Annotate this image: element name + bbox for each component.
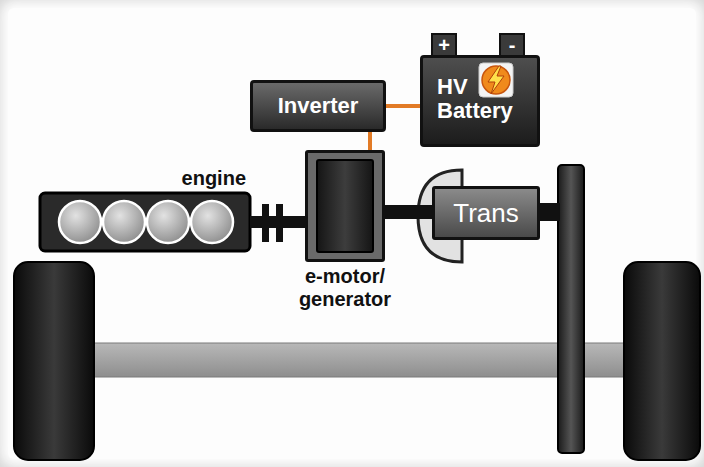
engine-node: engine [40,193,250,251]
axle [90,343,630,377]
engine-block [40,193,250,251]
part-label: engine [182,167,246,190]
engine-cylinder [103,201,145,243]
hv-cable [386,104,420,108]
wheel [624,262,700,460]
motor-generator-box: e-motor/ generator [305,150,385,262]
box-label: Inverter [278,93,359,119]
terminal-sign: - [500,34,524,56]
hv-cable [368,132,372,150]
battery-terminal [432,34,456,56]
engine-cylinder [59,201,101,243]
motor-core [316,159,374,253]
box-label: Trans [453,198,519,229]
transmission-box: Trans [432,186,540,240]
box-label: HV Battery [437,75,533,123]
output-shaft [538,203,560,221]
final-drive-gear [558,165,584,453]
battery-box: HV Battery [420,55,540,147]
wheel [14,262,94,460]
inverter-box: Inverter [250,80,386,132]
battery-icon [478,62,514,98]
part-label: e-motor/ generator [280,265,410,311]
drive-shaft [250,216,305,228]
engine-cylinder [147,201,189,243]
engine-cylinder [191,201,233,243]
drive-shaft [385,205,432,219]
battery-terminal [500,34,524,56]
terminal-sign: + [432,34,456,56]
